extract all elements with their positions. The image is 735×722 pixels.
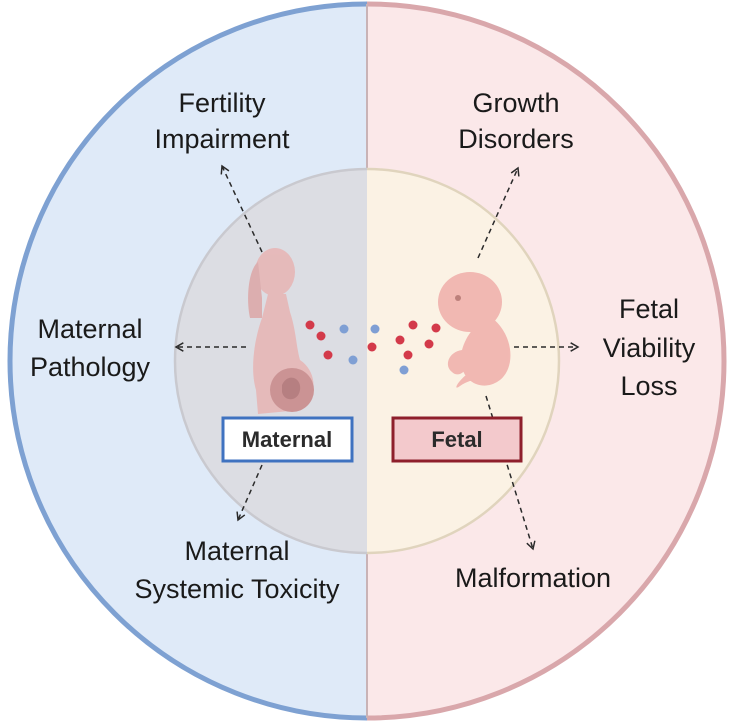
arrow-growth <box>477 166 520 259</box>
blue-particle <box>339 324 349 334</box>
fertility-label-line1: Fertility <box>179 88 266 118</box>
red-particle <box>305 320 315 330</box>
red-particle <box>424 339 434 349</box>
growth-label-line1: Growth <box>472 88 559 118</box>
red-particle <box>323 350 333 360</box>
maternal-box-label: Maternal <box>242 427 332 452</box>
red-particle <box>367 342 377 352</box>
particles <box>305 320 441 375</box>
arrow-fertility <box>220 164 263 253</box>
fetus-icon <box>438 272 511 388</box>
maternal-toxicity-label-line1: Maternal <box>184 536 289 566</box>
arrow-maternal-toxicity <box>236 464 263 522</box>
fertility-label-line2: Impairment <box>154 124 290 154</box>
arrows <box>174 164 580 551</box>
fetal-viability-label-line2: Viability <box>603 333 696 363</box>
pregnant-woman-icon <box>248 248 314 414</box>
maternal-toxicity-label-line2: Systemic Toxicity <box>134 574 340 604</box>
maternal-pathology-label-line1: Maternal <box>37 314 142 344</box>
red-particle <box>395 335 405 345</box>
growth-label-line2: Disorders <box>458 124 574 154</box>
red-particle <box>316 331 326 341</box>
fetal-viability-label-line1: Fetal <box>619 294 679 324</box>
red-particle <box>403 350 413 360</box>
red-particle <box>431 323 441 333</box>
red-particle <box>408 320 418 330</box>
maternal-pathology-label-line2: Pathology <box>30 352 151 382</box>
blue-particle <box>348 355 358 365</box>
maternal-box: Maternal <box>221 416 354 463</box>
blue-particle <box>370 324 380 334</box>
malformation-label: Malformation <box>455 563 611 593</box>
fetal-viability-label-line3: Loss <box>620 371 677 401</box>
fetal-box-label: Fetal <box>431 427 482 452</box>
blue-particle <box>399 365 409 375</box>
fetal-box: Fetal <box>391 416 523 463</box>
